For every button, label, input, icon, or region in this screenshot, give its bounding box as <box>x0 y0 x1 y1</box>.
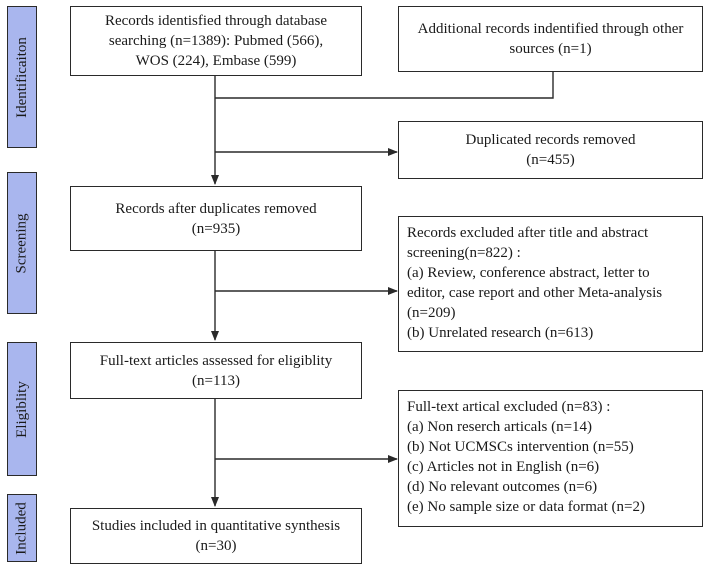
box-line: (a) Non reserch articals (n=14) <box>407 419 593 435</box>
box-line: (n=209) <box>407 305 456 321</box>
box-line: Full-text articles assessed for eligibli… <box>99 352 333 369</box>
box-line: Studies included in quantitative synthes… <box>91 518 341 534</box>
phase-eligibility-label: Eligiblity <box>13 380 30 438</box>
box-line: Records after duplicates removed <box>115 200 317 217</box>
phase-included-label: Included <box>13 501 30 555</box>
box-included-studies: Studies included in quantitative synthes… <box>70 508 362 564</box>
box-line: (d) No relevant outcomes (n=6) <box>407 479 598 495</box>
box-line: (e) No sample size or data format (n=2) <box>407 499 645 515</box>
box-line: (b) Unrelated research (n=613) <box>407 325 594 341</box>
box-fulltext-excluded: Full-text artical excluded (n=83) : (a) … <box>398 390 703 527</box>
phase-screening: Screening <box>7 172 37 314</box>
box-line: (b) Not UCMSCs intervention (n=55) <box>407 439 634 455</box>
connector-other-sources <box>215 72 554 99</box>
box-duplicates-removed: Duplicated records removed (n=455) <box>398 121 703 179</box>
phase-included: Included <box>7 494 37 562</box>
box-line: searching (n=1389): Pubmed (566), <box>108 33 324 49</box>
box-fulltext-assessed: Full-text articles assessed for eligibli… <box>70 342 362 399</box>
box-line: (n=935) <box>191 220 241 237</box>
box-line: Full-text artical excluded (n=83) : <box>407 399 611 415</box>
box-line: Duplicated records removed <box>465 132 636 148</box>
phase-screening-label: Screening <box>13 213 30 273</box>
box-line: (n=30) <box>195 538 237 554</box>
box-excluded-title-abstract: Records excluded after title and abstrac… <box>398 216 703 352</box>
box-line: WOS (224), Embase (599) <box>135 53 297 69</box>
phase-identification: Identificaiton <box>7 6 37 148</box>
box-line: screening(n=822) : <box>407 245 521 261</box>
box-line: (a) Review, conference abstract, letter … <box>407 265 650 281</box>
box-line: (c) Articles not in English (n=6) <box>407 459 600 475</box>
box-database-search: Records identisfied through database sea… <box>70 6 362 76</box>
box-line: (n=455) <box>526 152 575 168</box>
phase-eligibility: Eligiblity <box>7 342 37 476</box>
phase-identification-label: Identificaiton <box>13 36 30 118</box>
box-line: Records excluded after title and abstrac… <box>407 225 649 241</box>
box-after-duplicates: Records after duplicates removed (n=935) <box>70 186 362 251</box>
box-line: (n=113) <box>192 372 240 389</box>
box-line: editor, case report and other Meta-analy… <box>407 285 663 301</box>
box-line: sources (n=1) <box>509 41 592 57</box>
box-line: Additional records indentified through o… <box>417 21 684 37</box>
box-other-sources: Additional records indentified through o… <box>398 6 703 72</box>
box-line: Records identisfied through database <box>104 13 328 29</box>
